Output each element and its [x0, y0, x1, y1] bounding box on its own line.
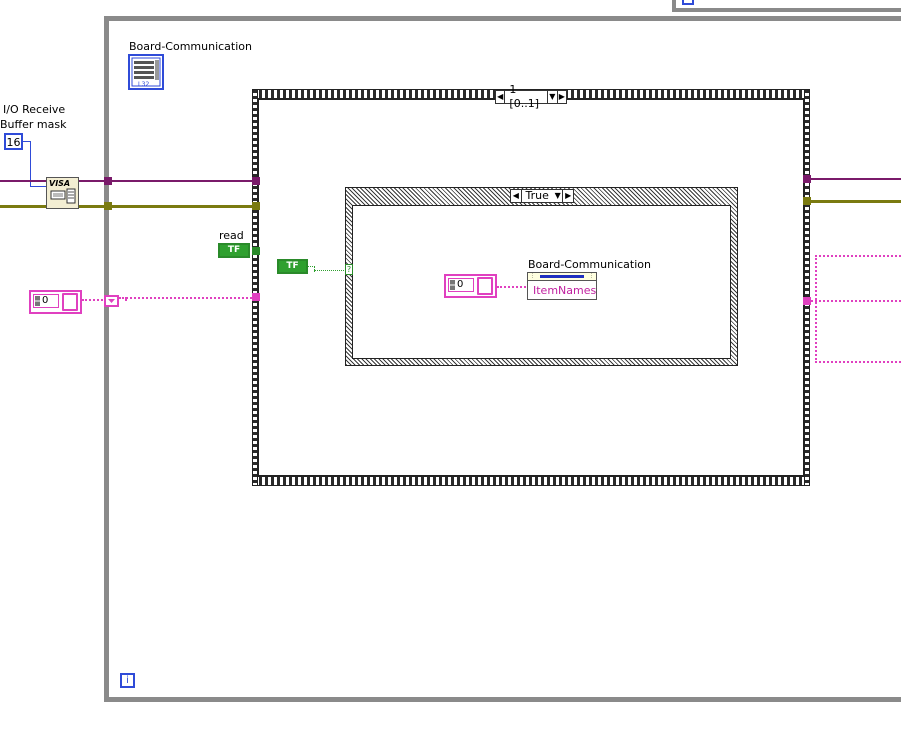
outer-array-element[interactable]: [62, 293, 78, 311]
sequence-dropdown-icon[interactable]: ▼: [547, 91, 556, 103]
svg-text:I 32: I 32: [138, 81, 149, 88]
sequence-left-border[interactable]: [252, 89, 258, 486]
sequence-bottom-border[interactable]: [252, 476, 810, 486]
sequence-selector-label: 1 [0..1]: [509, 83, 539, 110]
seq-tunnel-error-in[interactable]: [252, 202, 260, 210]
string-array-wire-b2: [119, 297, 127, 301]
io-receive-label-line1: I/O Receive: [3, 103, 66, 116]
sequence-next-icon[interactable]: ▶: [556, 91, 566, 103]
case-next-icon[interactable]: ▶: [562, 190, 573, 202]
bool-wire-to-case-2: [314, 270, 346, 271]
inner-array-wire: [497, 286, 529, 288]
loop-tunnel-visa[interactable]: [104, 177, 112, 185]
error-wire-right-out: [811, 200, 901, 203]
seq-tunnel-visa-in[interactable]: [252, 177, 260, 185]
visa-node-label: VISA: [49, 179, 71, 188]
case-selector[interactable]: ◀ True ▼ ▶: [510, 189, 574, 203]
inner-boolean-constant[interactable]: TF: [277, 259, 308, 274]
error-wire-mid: [79, 205, 255, 208]
seq-tunnel-error-out[interactable]: [803, 197, 811, 205]
sequence-selector[interactable]: ◀ 1 [0..1] ▼ ▶: [495, 83, 567, 110]
visa-wire-left-in: [0, 180, 48, 182]
seq-tunnel-read-in[interactable]: [252, 247, 260, 255]
header-dots-right-icon: ⋮: [589, 273, 594, 279]
visa-flush-icon[interactable]: VISA: [46, 177, 79, 209]
array-wire-right-branch: [815, 255, 901, 363]
array-wire-right-out: [811, 300, 901, 302]
error-wire-left-in: [0, 205, 48, 208]
top-right-terminal[interactable]: [682, 0, 694, 5]
listbox-header-icon: [540, 275, 584, 278]
outer-array-index[interactable]: 0: [33, 294, 59, 308]
io-receive-label-line2: Buffer mask: [0, 118, 67, 131]
string-array-wire-a: [82, 299, 106, 301]
item-names-property[interactable]: ItemNames: [533, 284, 597, 297]
string-array-wire-b: [119, 297, 255, 299]
sequence-right-border[interactable]: [804, 89, 810, 486]
sequence-prev-icon[interactable]: ◀: [496, 91, 506, 103]
outer-string-array-constant[interactable]: 0: [29, 290, 82, 314]
property-node[interactable]: ⋮ ⋮ ItemNames: [527, 272, 597, 300]
read-label: read: [219, 229, 244, 242]
seq-tunnel-array-out[interactable]: [803, 297, 811, 305]
inner-array-index[interactable]: 0: [448, 278, 474, 292]
listbox-reference-icon[interactable]: I 32: [128, 54, 164, 90]
property-node-label: Board-Communication: [528, 258, 651, 271]
buffer-mask-wire-h: [23, 141, 31, 142]
case-selector-label: True: [525, 189, 549, 202]
buffer-mask-wire-v: [30, 141, 31, 186]
case-prev-icon[interactable]: ◀: [511, 190, 522, 202]
case-selector-terminal[interactable]: ?: [345, 264, 353, 275]
read-boolean-control[interactable]: TF: [218, 243, 250, 258]
while-loop-frame[interactable]: [104, 16, 901, 702]
visa-wire-right-out: [811, 178, 901, 180]
bool-wire-to-case: [308, 266, 315, 272]
buffer-mask-constant[interactable]: 16: [4, 133, 23, 150]
buffer-mask-wire-h2: [30, 186, 48, 187]
shift-register-left[interactable]: [104, 295, 119, 307]
visa-wire-mid: [79, 180, 255, 182]
iteration-terminal-icon[interactable]: i: [120, 673, 135, 688]
inner-string-array-constant[interactable]: 0: [444, 274, 497, 298]
inner-array-element[interactable]: [477, 277, 493, 295]
header-dots-left-icon: ⋮: [530, 273, 535, 279]
loop-tunnel-error[interactable]: [104, 202, 112, 210]
board-comm-label: Board-Communication: [129, 40, 252, 53]
top-right-structure-frame: [672, 0, 901, 12]
case-dropdown-icon[interactable]: ▼: [554, 191, 561, 200]
property-node-header: ⋮ ⋮: [528, 273, 596, 281]
seq-tunnel-visa-out[interactable]: [803, 175, 811, 183]
seq-tunnel-array-in[interactable]: [252, 293, 260, 301]
